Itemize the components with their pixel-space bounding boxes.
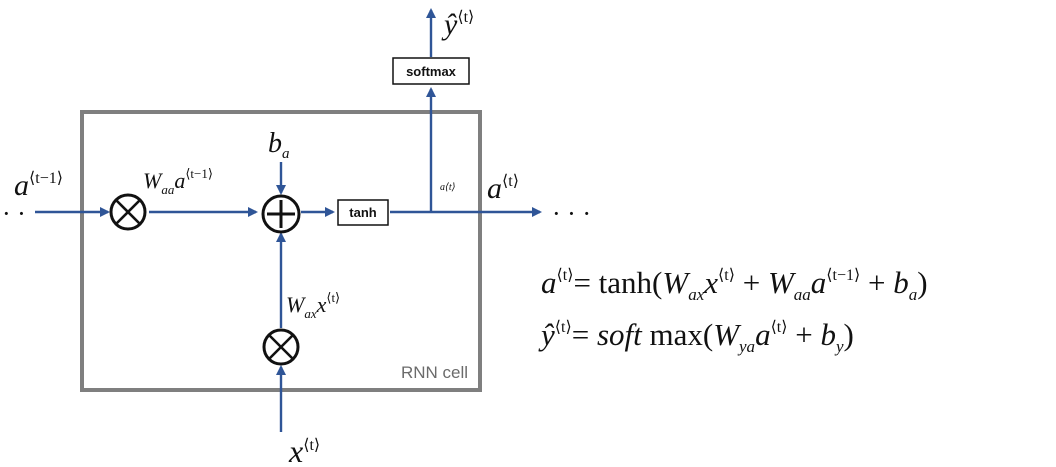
tanh-label: tanh: [349, 205, 377, 220]
label-b-a: ba: [268, 128, 290, 162]
label-x-t: x⟨t⟩: [288, 433, 320, 467]
label-wax-term: Waxx⟨t⟩: [286, 290, 340, 321]
label-y-hat: ŷ⟨t⟩: [441, 8, 474, 41]
softmax-label: softmax: [406, 64, 457, 79]
ellipsis-right: · · ·: [552, 199, 591, 228]
label-waa-term: Waaa⟨t−1⟩: [143, 166, 213, 197]
equation-output: ŷ⟨t⟩= soft max(Wyaa⟨t⟩ + by): [538, 317, 854, 356]
tanh-box: [337, 199, 389, 226]
label-a-t: a⟨t⟩: [487, 172, 519, 205]
multiply-icon-a-prev: [109, 193, 147, 231]
ellipsis-left: · ·: [2, 199, 26, 228]
softmax-box: [392, 57, 470, 85]
add-icon: [261, 194, 301, 234]
equation-hidden-state: a⟨t⟩= tanh(Waxx⟨t⟩ + Waaa⟨t−1⟩ + ba): [541, 265, 928, 304]
label-a-small: a⟨t⟩: [440, 182, 456, 193]
label-a-prev: a⟨t−1⟩: [14, 169, 63, 202]
rnn-cell-label: RNN cell: [401, 363, 468, 382]
multiply-icon-x: [262, 328, 300, 366]
